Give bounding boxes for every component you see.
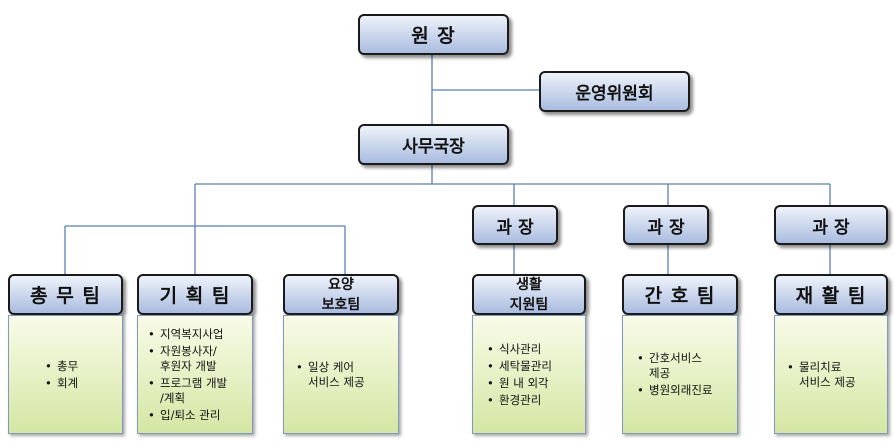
task-item: 총무	[41, 359, 78, 374]
team-box-rehabilitation: 재 활 팀	[774, 274, 888, 315]
team-name-line2: 보호팀	[321, 296, 361, 313]
task-line: 후원자 개발	[160, 358, 217, 373]
task-item: 병원외래진료	[633, 383, 712, 398]
manager-box-1: 과 장	[472, 205, 558, 245]
team-name: 간 호 팀	[644, 285, 716, 307]
task-line: 서비스 제공	[799, 374, 856, 389]
task-item: 프로그램 개발/계획	[144, 376, 227, 406]
team-name: 재 활 팀	[795, 285, 867, 307]
task-item: 자원봉사자/후원자 개발	[144, 344, 227, 374]
manager-box-3: 과 장	[774, 205, 888, 245]
task-list: 식사관리 세탁물관리 원 내 외각 환경관리	[483, 340, 552, 410]
secretary-general-label: 사무국장	[402, 137, 465, 157]
tasks-panel-life-support: 식사관리 세탁물관리 원 내 외각 환경관리	[472, 315, 586, 434]
task-item: 세탁물관리	[483, 359, 552, 374]
team-box-care-protection: 요양 보호팀	[283, 274, 399, 315]
task-item: 지역복지사업	[144, 327, 227, 342]
team-box-nursing: 간 호 팀	[622, 274, 738, 315]
task-line: 프로그램 개발	[160, 375, 228, 390]
tasks-panel-general-affairs: 총무 회계	[8, 315, 123, 434]
task-item: 환경관리	[483, 393, 552, 408]
task-item: 원 내 외각	[483, 376, 552, 391]
task-item: 식사관리	[483, 342, 552, 357]
committee-label: 운영위원회	[575, 84, 654, 104]
task-list: 지역복지사업 자원봉사자/후원자 개발 프로그램 개발/계획 입/퇴소 관리	[144, 325, 227, 425]
task-item: 입/퇴소 관리	[144, 408, 227, 423]
task-line: 제공	[649, 366, 671, 380]
team-name: 기 획 팀	[159, 285, 231, 307]
team-name-line1: 요양	[328, 276, 354, 293]
task-line: 일상 케어	[308, 359, 354, 374]
task-line: 자원봉사자/	[160, 343, 217, 358]
team-name: 총 무 팀	[30, 285, 101, 307]
tasks-panel-planning: 지역복지사업 자원봉사자/후원자 개발 프로그램 개발/계획 입/퇴소 관리	[137, 315, 253, 434]
task-line: 물리치료	[799, 359, 842, 374]
team-box-life-support: 생활 지원팀	[472, 274, 586, 315]
director-box: 원 장	[358, 14, 509, 55]
task-item: 회계	[41, 376, 78, 391]
team-box-general-affairs: 총 무 팀	[8, 274, 123, 315]
task-line: 간호서비스	[649, 351, 702, 365]
team-name-line2: 지원팀	[509, 296, 549, 313]
task-line: 서비스 제공	[308, 374, 365, 389]
team-name-line1: 생활	[516, 276, 542, 293]
manager-label: 과 장	[812, 217, 850, 238]
secretary-general-box: 사무국장	[358, 124, 509, 165]
director-label: 원 장	[411, 25, 456, 47]
manager-box-2: 과 장	[623, 205, 709, 245]
team-box-planning: 기 획 팀	[137, 274, 253, 315]
task-list: 총무 회계	[41, 357, 78, 393]
manager-label: 과 장	[647, 217, 685, 238]
committee-box: 운영위원회	[539, 71, 690, 112]
manager-label: 과 장	[496, 217, 534, 238]
task-line: /계획	[160, 390, 186, 405]
